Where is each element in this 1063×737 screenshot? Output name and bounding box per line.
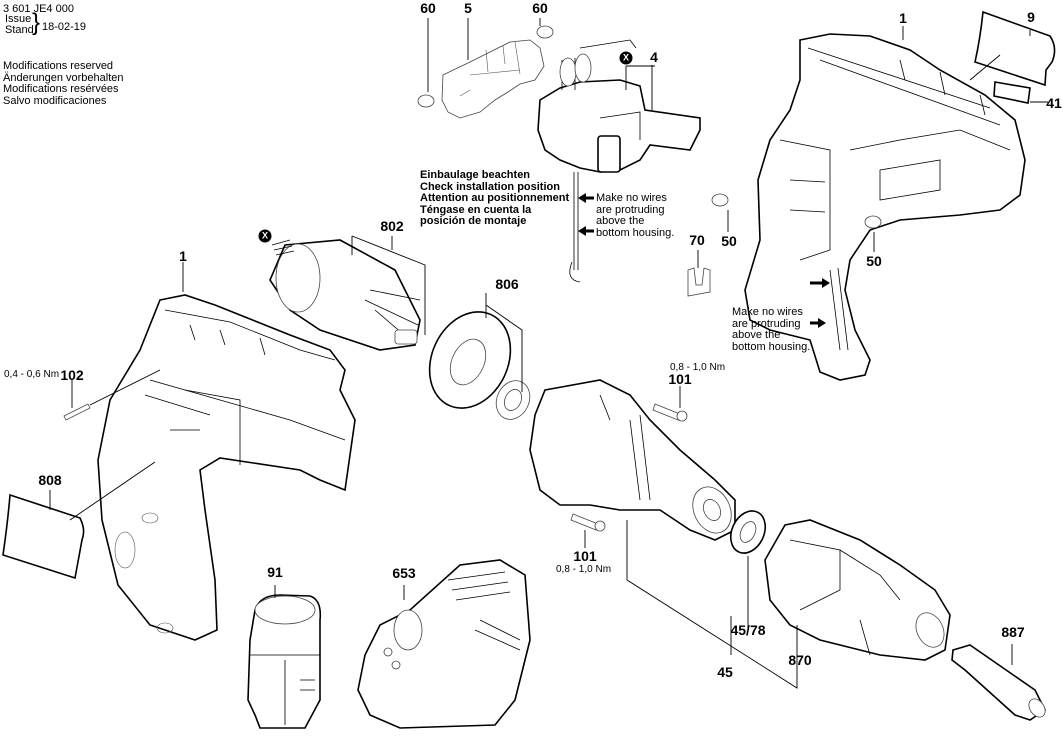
callout-870[interactable]: 870 [788,652,812,668]
gearbox-drawing [529,379,736,541]
install-note-line: Check installation position [420,180,560,193]
callout-653[interactable]: 653 [392,565,416,581]
brace-glyph: } [32,9,41,36]
wire-note-line: above the [732,329,781,341]
modification-line: Salvo modificaciones [3,94,107,107]
install-position-note: Einbaulage beachten Check installation p… [420,169,570,228]
callout-887[interactable]: 887 [1001,624,1025,640]
housing-right-drawing [711,33,1026,381]
modifications-notice: Modifications reserved Änderungen vorbeh… [3,60,124,107]
connection-marker-switch: X [619,51,633,65]
torque-101-top: 0,8 - 1,0 Nm [670,362,726,373]
callout-50-right[interactable]: 50 [866,253,882,269]
callout-60-left[interactable]: 60 [420,0,436,16]
callout-5[interactable]: 5 [464,0,472,16]
install-note-line: Téngase en cuenta la [420,203,532,216]
callout-4[interactable]: 4 [650,49,658,65]
callout-101-bottom[interactable]: 101 [573,548,597,564]
issue-block: Issue Stand [5,14,34,36]
callout-102[interactable]: 102 [60,367,84,383]
wire-note-line: bottom housing. [732,340,811,353]
part-number: 3 601 JE4 000 [3,3,74,15]
stand-label: Stand [5,24,34,36]
torque-102: 0,4 - 0,6 Nm [4,369,60,380]
callout-802[interactable]: 802 [380,218,404,234]
callout-41[interactable]: 41 [1046,95,1062,111]
connection-marker-motor: X [258,229,272,243]
callout-70[interactable]: 70 [689,232,705,248]
charger-drawing [357,559,531,729]
wire-note-line: are protruding [732,317,801,330]
callout-45[interactable]: 45 [717,664,733,680]
motor-drawing [269,239,421,351]
callout-1-left[interactable]: 1 [179,248,187,264]
wire-note-housing: Make no wires are protruding above the b… [732,306,811,353]
install-note-line: Einbaulage beachten [420,169,531,181]
issue-label: Issue [5,13,32,25]
wire-note-line: are protruding [596,203,665,216]
torque-101-bottom: 0,8 - 1,0 Nm [556,564,612,575]
callout-806[interactable]: 806 [495,276,519,292]
wire-note-line: Make no wires [732,306,803,318]
housing-left-drawing [97,294,356,641]
callout-91[interactable]: 91 [267,564,283,580]
callout-1-right[interactable]: 1 [899,10,907,26]
install-note-line: posición de montaje [420,215,527,227]
switch-holder-drawing [417,25,554,119]
modification-line: Modifications reserved [3,60,114,72]
battery-drawing [247,594,322,729]
chuck-sleeve-drawing [764,519,951,661]
wire-note-line: Make no wires [596,192,667,204]
callout-60-right[interactable]: 60 [532,0,548,16]
callout-45-78[interactable]: 45/78 [730,622,766,638]
wire-note-line: above the [596,215,645,227]
install-note-line: Attention au positionnement [420,192,570,204]
callout-50-left[interactable]: 50 [721,233,737,249]
modification-line: Änderungen vorbehalten [3,71,124,84]
wire-note-line: bottom housing. [596,226,675,239]
callout-9[interactable]: 9 [1027,9,1035,25]
switch-module-drawing [537,39,701,283]
issue-date: 18-02-19 [42,21,87,33]
wire-note-switch: Make no wires are protruding above the b… [596,192,675,239]
callout-808[interactable]: 808 [38,472,62,488]
modification-line: Modifications resérvées [3,83,119,95]
callout-101-top[interactable]: 101 [668,371,692,387]
